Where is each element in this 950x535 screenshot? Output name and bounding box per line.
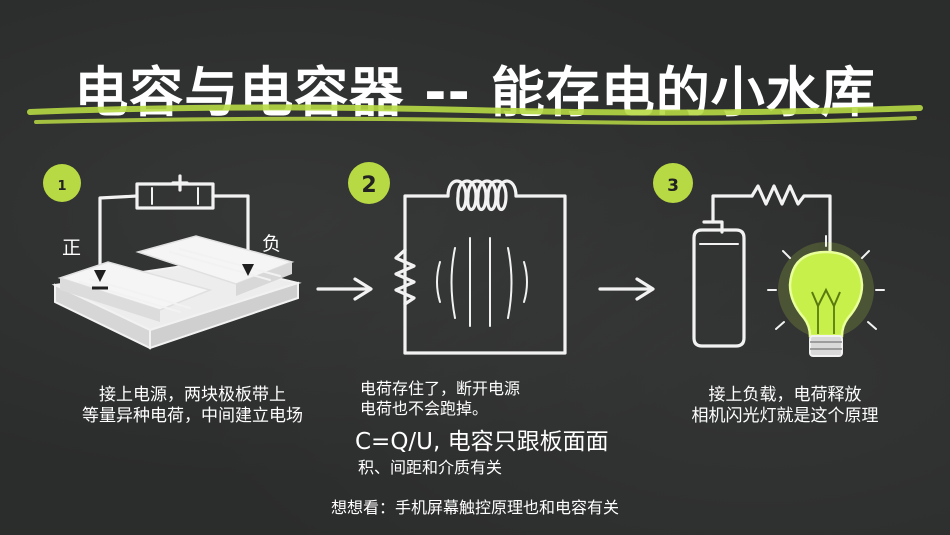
label-negative: 负: [262, 233, 281, 255]
step-2-line-2: 电荷也不会跑掉。: [360, 399, 489, 418]
arrow-right-icon: [316, 277, 373, 301]
step-1-description: 接上电源，两块极板带上 等量异种电荷，中间建立电场: [45, 385, 340, 428]
step-badge-3: 3: [653, 163, 693, 203]
step-3-description: 接上负载，电荷释放 相机闪光灯就是这个原理: [650, 385, 920, 428]
title-underline-top: [27, 104, 923, 116]
step-2-description: 电荷存住了，断开电源 电荷也不会跑掉。: [360, 379, 520, 419]
step-1-line-1: 接上电源，两块极板带上: [99, 385, 286, 405]
step-1-line-2: 等量异种电荷，中间建立电场: [82, 406, 303, 427]
step-2-line-1: 电荷存住了，断开电源: [360, 379, 521, 398]
capacitor-plates-icon: [51, 174, 302, 350]
resistor-icon: [394, 248, 416, 306]
battery-icon: [692, 194, 754, 348]
step-3-line-1: 接上负载，电荷释放: [708, 385, 862, 405]
step-3-line-2: 相机闪光灯就是这个原理: [691, 406, 879, 427]
step-badge-1: 1: [43, 164, 81, 202]
footer-note: 想想看：手机屏幕触控原理也和电容有关: [330, 498, 619, 517]
title-underline-bottom: [34, 116, 917, 125]
step-badge-2: 2: [348, 162, 390, 204]
step-2-formula-tail: 积、间距和介质有关: [358, 458, 503, 477]
step-number-3: 3: [667, 176, 679, 196]
resistor-icon: [750, 184, 832, 252]
label-positive: 正: [62, 237, 81, 259]
light-bulb-icon: [767, 235, 885, 357]
step-2-formula: C=Q/U, 电容只跟板面面: [355, 429, 609, 455]
electric-field-lines: [436, 237, 528, 327]
step-number-1: 1: [57, 179, 66, 194]
inductor-coil-icon: [403, 179, 567, 355]
step-number-2: 2: [361, 173, 376, 198]
arrow-right-icon: [598, 277, 655, 301]
